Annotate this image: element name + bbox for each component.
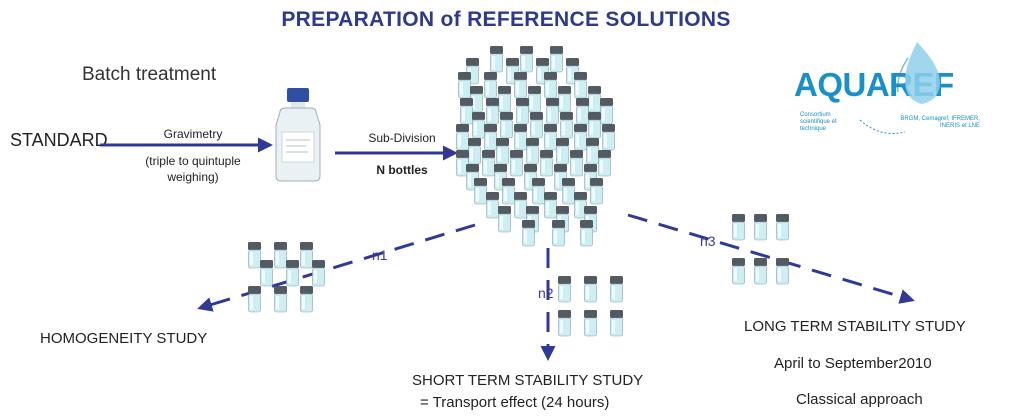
vial-icon: [273, 285, 288, 313]
vial-icon: [529, 111, 544, 139]
vial-icon: [609, 309, 624, 337]
long-term-period: April to September2010: [774, 355, 932, 372]
vial-icon: [753, 257, 768, 285]
vial-icon: [515, 97, 530, 125]
vial-icon: [543, 191, 558, 219]
vial-icon: [775, 257, 790, 285]
logo-partners: BRGM, Cemagref, IFREMER, INERIS et LNE: [900, 116, 980, 129]
vial-icon: [519, 45, 534, 73]
vial-icon: [573, 71, 588, 99]
vial-icon: [525, 137, 540, 165]
vial-icon: [559, 111, 574, 139]
vial-icon: [543, 71, 558, 99]
reagent-bottle-icon: [275, 88, 321, 182]
vial-icon: [471, 111, 486, 139]
n1-branch-arrow: [197, 223, 476, 312]
vial-icon: [499, 111, 514, 139]
vial-icon: [731, 257, 746, 285]
subdivision-label: Sub-Division: [368, 131, 436, 145]
page-title: PREPARATION of REFERENCE SOLUTIONS: [281, 8, 731, 31]
vial-icon: [587, 85, 602, 113]
vial-icon: [561, 177, 576, 205]
gravimetry-note: (triple to quintuple weighing): [145, 154, 241, 184]
vial-icon: [601, 123, 616, 151]
vial-icon: [247, 285, 262, 313]
vial-icon: [497, 205, 512, 233]
vial-icon: [285, 259, 300, 287]
vial-icon: [509, 149, 524, 177]
vial-clusters: [247, 45, 790, 337]
vial-icon: [459, 97, 474, 125]
vial-icon: [599, 97, 614, 125]
vial-icon: [731, 213, 746, 241]
vial-icon: [597, 149, 612, 177]
vial-icon: [467, 137, 482, 165]
vial-icon: [513, 71, 528, 99]
vial-icon: [497, 85, 512, 113]
vial-icon: [555, 137, 570, 165]
n3-branch-arrow: [627, 213, 915, 304]
vial-icon: [485, 191, 500, 219]
vial-icon: [473, 177, 488, 205]
vial-icon: [527, 85, 542, 113]
standard-label: STANDARD: [10, 130, 108, 150]
vial-icon: [495, 137, 510, 165]
vial-icon: [753, 213, 768, 241]
vial-icon: [557, 275, 572, 303]
vial-icon: [259, 259, 274, 287]
vial-icon: [455, 123, 470, 151]
vial-icon: [557, 85, 572, 113]
vial-icon: [483, 71, 498, 99]
vial-icon: [573, 123, 588, 151]
long-term-note: Classical approach: [796, 391, 923, 408]
vial-icon: [299, 241, 314, 269]
vial-icon: [489, 45, 504, 73]
vial-icon: [483, 123, 498, 151]
vial-icon: [457, 71, 472, 99]
vial-icon: [501, 177, 516, 205]
n-bottles-label: N bottles: [376, 163, 428, 177]
vial-icon: [579, 219, 594, 247]
vial-icon: [485, 97, 500, 125]
short-term-study-label: SHORT TERM STABILITY STUDY: [412, 372, 644, 389]
vial-icon: [575, 97, 590, 125]
branch-n2-label: n2: [538, 285, 554, 301]
vial-icon: [557, 309, 572, 337]
long-term-study-label: LONG TERM STABILITY STUDY: [744, 318, 966, 335]
vial-icon: [513, 123, 528, 151]
vial-icon: [273, 241, 288, 269]
vial-icon: [583, 309, 598, 337]
vial-icon: [775, 213, 790, 241]
water-drop-icon: [859, 42, 940, 134]
vial-icon: [311, 259, 326, 287]
vial-icon: [609, 275, 624, 303]
vial-icon: [543, 123, 558, 151]
gravimetry-label: Gravimetry: [163, 127, 223, 141]
vial-icon: [481, 149, 496, 177]
vial-icon: [247, 241, 262, 269]
vial-icon: [551, 219, 566, 247]
vial-icon: [539, 149, 554, 177]
vial-icon: [589, 177, 604, 205]
vial-icon: [545, 97, 560, 125]
homogeneity-study-label: HOMOGENEITY STUDY: [40, 330, 208, 347]
vial-icon: [587, 111, 602, 139]
batch-treatment-label: Batch treatment: [82, 64, 217, 85]
vial-icon: [513, 191, 528, 219]
short-term-note: = Transport effect (24 hours): [420, 394, 610, 411]
vial-icon: [585, 137, 600, 165]
vial-icon: [569, 149, 584, 177]
vial-icon: [299, 285, 314, 313]
vial-icon: [531, 177, 546, 205]
vial-icon: [521, 219, 536, 247]
logo-tagline: Consortium scientifique et technique: [800, 112, 837, 132]
vial-icon: [583, 275, 598, 303]
vial-icon: [549, 45, 564, 73]
